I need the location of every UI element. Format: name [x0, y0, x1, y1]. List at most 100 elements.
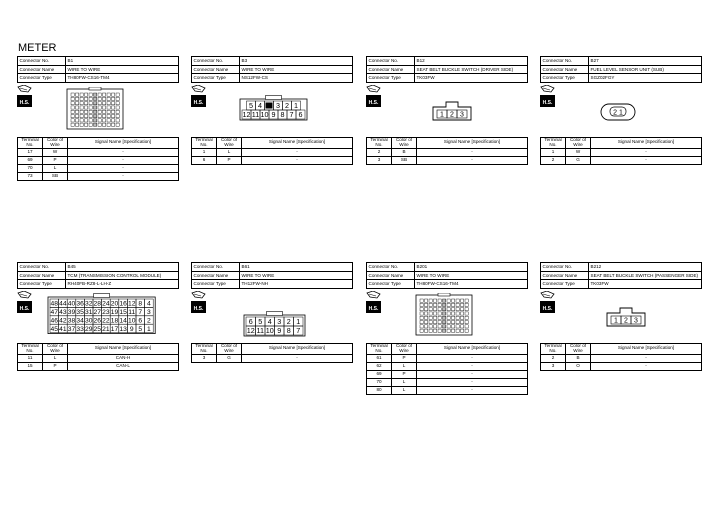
pin-cell — [295, 109, 306, 119]
connector-type-label: Connector Type — [191, 279, 240, 289]
pin-cell — [442, 298, 446, 302]
pin-cell — [455, 302, 460, 307]
pin-number: 40 — [68, 300, 76, 307]
connector-number-row: Connector No.B1 — [17, 56, 179, 66]
pin-cell — [433, 319, 437, 324]
pin-number: 48 — [51, 300, 59, 307]
pin-cell — [97, 100, 102, 105]
pin-cell — [446, 306, 451, 311]
pin-cell — [115, 113, 120, 118]
signal-name-header: Signal Name [Specification] — [241, 136, 353, 150]
pin-number: 4 — [258, 101, 262, 110]
pin-cell — [460, 324, 464, 328]
pin-cell — [442, 311, 446, 315]
pin-cell — [93, 105, 97, 109]
pin-cell — [144, 323, 154, 333]
pin-cell — [115, 118, 120, 122]
pin-cell — [79, 100, 84, 105]
connector-number-value: B61 — [239, 262, 353, 272]
pin-cell — [79, 92, 84, 96]
pin-cell — [433, 324, 437, 328]
pin-cell — [419, 306, 424, 311]
pin-number: 5 — [249, 101, 253, 110]
connector-diagram: H.S. — [17, 83, 179, 137]
connector-type-value: SGZ02FGY — [588, 73, 702, 83]
pin-cell — [419, 315, 424, 320]
pin-cell — [428, 324, 433, 328]
pin-cell — [106, 122, 111, 126]
wire-color-cell: W — [565, 148, 591, 158]
connector-number-row: Connector No.B27 — [540, 56, 702, 66]
pin-cell — [84, 122, 88, 126]
connector-name-value: FUEL LEVEL SENSOR UNIT (SUB) — [588, 64, 702, 74]
pin-cell — [419, 328, 424, 332]
connector-face: 2 1 — [600, 103, 636, 120]
connector-diagram: H.S.2 1 — [540, 83, 702, 137]
pin-number: 23 — [102, 308, 110, 315]
pin-cell — [460, 315, 464, 320]
wire-color-cell: L — [42, 354, 68, 364]
pin-cell — [70, 105, 75, 109]
pin-cell — [88, 105, 93, 109]
wire-color-header: Color of Wire — [216, 136, 242, 150]
pin-cell — [437, 311, 442, 315]
pin-cell — [437, 324, 442, 328]
pin-cell — [111, 109, 115, 114]
pin-number: 39 — [68, 308, 76, 315]
terminal-no-cell: 61 — [366, 354, 392, 364]
pin-cell — [460, 298, 464, 302]
pin-cell — [115, 96, 120, 101]
pin-number: 31 — [85, 308, 93, 315]
signal-name-cell: - — [241, 156, 353, 166]
terminal-no-cell: 2 — [540, 156, 566, 166]
pin-cell — [437, 328, 442, 332]
pin-cell — [106, 96, 111, 101]
pin-number: 11 — [257, 326, 264, 335]
connector-number-label: Connector No. — [17, 262, 66, 272]
wire-color-cell: P — [42, 362, 68, 372]
terminal-no-cell: 2 — [366, 148, 392, 158]
pin-cell — [97, 92, 102, 96]
pin-cell — [442, 306, 446, 311]
connector-type-value: TH80FW-CS16-TM4 — [65, 73, 179, 83]
terminal-no-cell: 80 — [366, 386, 392, 396]
connector-number-label: Connector No. — [540, 56, 589, 66]
pin-cell — [428, 311, 433, 315]
pin-cell — [111, 100, 115, 105]
wire-color-cell: L — [391, 378, 417, 388]
wire-color-cell: L — [42, 164, 68, 174]
signal-name-cell: - — [241, 354, 353, 364]
wire-color-cell: P — [216, 156, 242, 166]
pin-cell — [102, 122, 106, 126]
hs-label: H.S. — [20, 306, 30, 312]
terminal-no-header: Terminal No. — [366, 342, 392, 356]
pin-cell — [106, 92, 111, 96]
pin-number: 19 — [111, 308, 119, 315]
connector-face — [66, 86, 124, 129]
pin-cell — [106, 105, 111, 109]
pin-number: 32 — [85, 300, 93, 307]
pin-number: 6 — [249, 317, 253, 326]
connector-number-label: Connector No. — [366, 56, 415, 66]
pin-number: 44 — [59, 300, 67, 307]
hs-label: H.S. — [194, 306, 204, 312]
pin-cell — [419, 302, 424, 307]
pin-cell — [70, 122, 75, 126]
wire-color-header: Color of Wire — [216, 342, 242, 356]
pin-number: 21 — [102, 325, 110, 332]
